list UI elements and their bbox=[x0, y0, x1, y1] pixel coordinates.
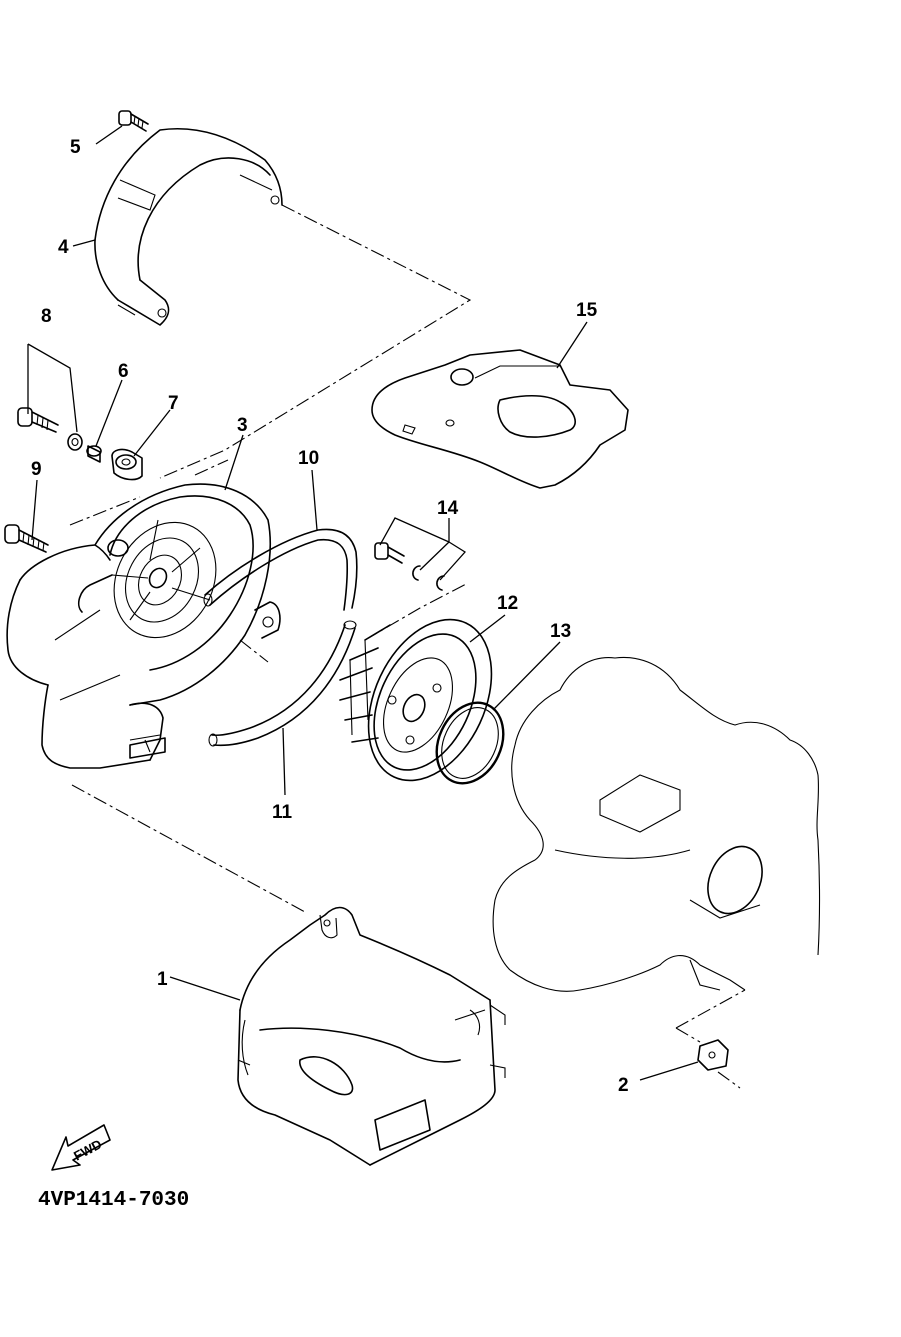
callout-11: 11 bbox=[272, 802, 293, 823]
callout-2: 2 bbox=[618, 1075, 629, 1096]
callout-8: 8 bbox=[41, 306, 52, 327]
part-code: 4VP1414-7030 bbox=[38, 1189, 189, 1212]
callout-14: 14 bbox=[437, 498, 459, 519]
callout-4: 4 bbox=[58, 237, 69, 258]
part-10-hose bbox=[203, 528, 358, 611]
engine-block bbox=[492, 656, 821, 992]
callout-10: 10 bbox=[298, 448, 319, 469]
callout-9: 9 bbox=[31, 459, 42, 480]
part-6-collar bbox=[86, 445, 102, 463]
part-4-shroud bbox=[94, 127, 283, 326]
fwd-arrow-icon: FWD bbox=[51, 1124, 111, 1171]
callout-7: 7 bbox=[168, 393, 179, 414]
part-8-washer bbox=[67, 433, 83, 451]
alignment-lines bbox=[69, 204, 746, 1089]
part-13-oring bbox=[435, 701, 505, 785]
callout-3: 3 bbox=[237, 415, 248, 436]
callout-15: 15 bbox=[576, 300, 598, 321]
callout-5: 5 bbox=[70, 137, 81, 158]
leader-lines bbox=[27, 125, 699, 1081]
part-11-hose bbox=[208, 620, 357, 747]
part-14-washers bbox=[412, 565, 445, 591]
part-9-screw bbox=[4, 524, 49, 553]
part-2-clip bbox=[697, 1039, 729, 1071]
callout-13: 13 bbox=[550, 621, 571, 642]
callout-6: 6 bbox=[118, 361, 129, 382]
callouts: 1 2 3 4 5 6 7 8 9 10 11 12 13 14 15 bbox=[31, 137, 629, 1096]
part-15-plate bbox=[371, 349, 629, 489]
callout-12: 12 bbox=[497, 593, 518, 614]
part-14-bolt bbox=[374, 542, 405, 564]
part-1-shroud bbox=[237, 906, 506, 1166]
part-12-fan bbox=[339, 618, 493, 782]
part-5-screw bbox=[118, 110, 149, 132]
part-7-damper bbox=[111, 448, 143, 481]
part-3-fan-housing bbox=[6, 483, 281, 769]
part-8-bolt bbox=[17, 407, 59, 433]
callout-1: 1 bbox=[157, 969, 168, 990]
